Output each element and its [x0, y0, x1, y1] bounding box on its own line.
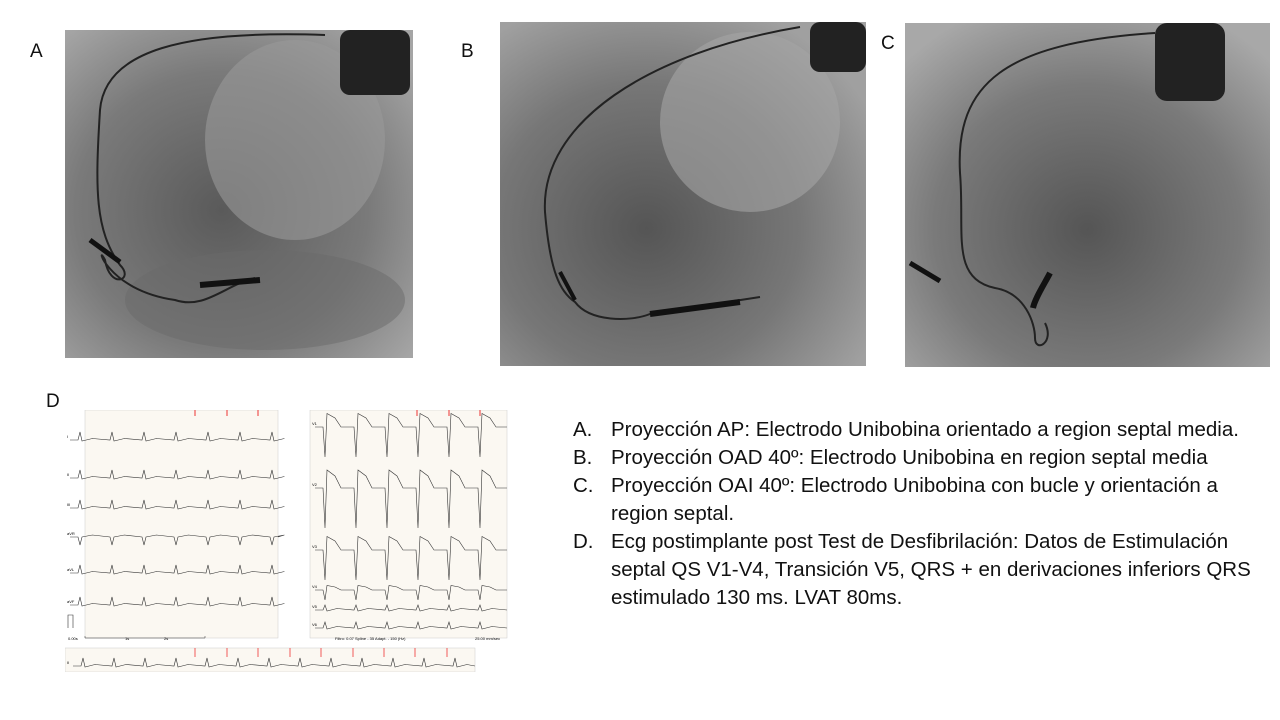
lead-label: III	[67, 502, 70, 507]
panel-label-a: A	[30, 41, 43, 62]
xray-image-oai	[905, 23, 1270, 367]
xray-image-ap	[65, 30, 413, 358]
xray-image-oad	[500, 22, 866, 366]
lead-trace	[70, 469, 285, 480]
lead-label: V5	[312, 604, 318, 609]
legend-key: B.	[573, 446, 593, 469]
lead-label: II	[67, 472, 69, 477]
paper-speed: 25.00 mm/sec	[475, 636, 500, 641]
lead-trace	[315, 620, 508, 630]
rhythm-trace	[73, 657, 476, 668]
figure-legend: A. Proyección AP: Electrodo Unibobina ori…	[573, 416, 1253, 612]
filter-info: Filtro: 0.07 Spline - 35 Adapt. - 150 (H…	[335, 636, 406, 641]
lead-label: V1	[312, 421, 318, 426]
legend-text: Proyección OAI 40º: Electrodo Unibobina …	[611, 474, 1218, 525]
legend-item-d: D. Ecg postimplante post Test de Desfibri…	[573, 528, 1253, 612]
lead-label: V6	[312, 622, 318, 627]
lead-trace	[315, 412, 507, 458]
legend-key: C.	[573, 474, 594, 497]
legend-text: Proyección OAD 40º: Electrodo Unibobina …	[611, 446, 1208, 469]
legend-item-c: C. Proyección OAI 40º: Electrodo Unibobin…	[573, 472, 1253, 528]
time-1s: 1s	[125, 636, 129, 641]
lead-label: aVL	[67, 567, 75, 572]
lead-label: V2	[312, 482, 318, 487]
legend-key: D.	[573, 530, 594, 553]
panel-label-c: C	[881, 33, 895, 54]
lead-trace	[70, 534, 285, 546]
legend-item-a: A. Proyección AP: Electrodo Unibobina ori…	[573, 416, 1253, 444]
lead-trace	[70, 431, 285, 442]
time-start: 0.00s	[68, 636, 78, 641]
lead-label: aVR	[67, 531, 75, 536]
lead-label: I	[67, 434, 68, 439]
calibration-pulse	[67, 614, 74, 628]
lead-label: aVF	[67, 599, 75, 604]
lead-trace	[70, 596, 285, 607]
lead-label: V3	[312, 544, 318, 549]
legend-key: A.	[573, 418, 593, 441]
lead-trace	[70, 499, 285, 510]
lead-trace	[70, 564, 285, 575]
rhythm-lead-label: II	[67, 660, 69, 665]
panel-label-d: D	[46, 391, 60, 412]
legend-text: Proyección AP: Electrodo Unibobina orien…	[611, 418, 1239, 441]
legend-item-b: B. Proyección OAD 40º: Electrodo Unibobin…	[573, 444, 1253, 472]
panel-label-b: B	[461, 41, 474, 62]
legend-text: Ecg postimplante post Test de Desfibrila…	[611, 530, 1251, 609]
lead-label: V4	[312, 584, 318, 589]
lead-trace	[315, 469, 507, 529]
time-scale	[84, 636, 206, 639]
time-2s: 2s	[164, 636, 168, 641]
lead-trace	[315, 535, 507, 581]
lead-trace	[315, 604, 508, 612]
lead-trace	[315, 585, 507, 601]
